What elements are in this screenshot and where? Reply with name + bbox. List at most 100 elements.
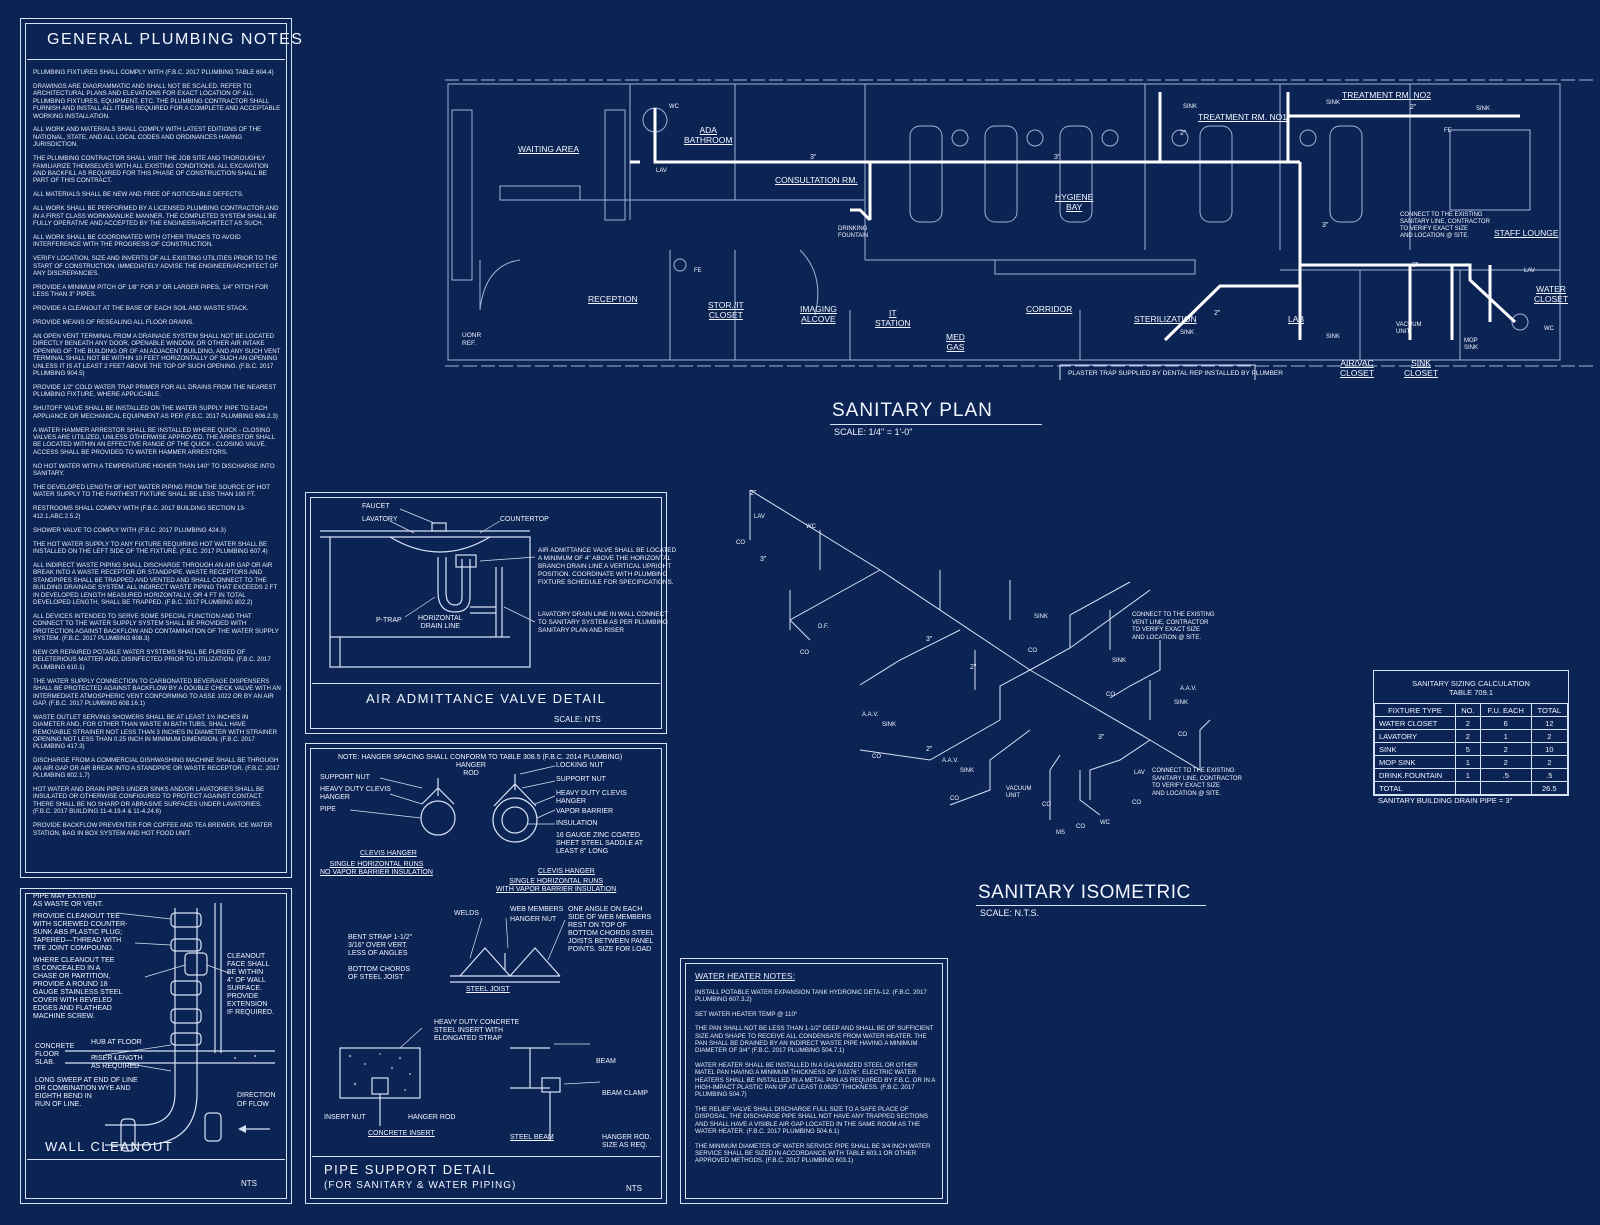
plan-fe-tag-1: FE <box>694 268 702 274</box>
sizing-table-cell: 1 <box>1454 755 1481 769</box>
sizing-table-cell: DRINK.FOUNTAIN <box>1374 768 1456 782</box>
plan-sink-tag-5: SINK <box>1326 334 1341 340</box>
room-sterilization: STERILIZATION <box>1134 314 1197 324</box>
sizing-table-cell: 2 <box>1479 742 1532 756</box>
water-heater-note-item: INSTALL POTABLE WATER EXPANSION TANK HYD… <box>695 989 927 1004</box>
general-notes-list: PLUMBING FIXTURES SHALL COMPLY WITH (F.B… <box>33 69 281 844</box>
sizing-table-total-value: 26.5 <box>1530 781 1569 795</box>
ps-beam-label: BEAM <box>596 1058 616 1065</box>
general-note-item: DISCHARGE FROM A COMMERCIAL DISHWASHING … <box>33 757 280 780</box>
pipe-support-subtitle: (FOR SANITARY & WATER PIPING) <box>324 1180 517 1191</box>
iso-co-tag-2: CO <box>800 650 809 656</box>
aav-title-rule-top <box>312 683 660 684</box>
ps-clevis-sub1: SINGLE HORIZONTAL RUNS NO VAPOR BARRIER … <box>320 861 433 876</box>
iso-co-tag-7: CO <box>950 796 959 802</box>
plan-pipe-2-b: 2" <box>1410 104 1417 111</box>
plan-vacuum-tag: VACUUM UNIT <box>1396 322 1422 335</box>
plan-wc-tag: WC <box>669 104 679 110</box>
sizing-table-cell: LAVATORY <box>1374 729 1456 743</box>
aav-faucet-label: FAUCET <box>362 503 390 510</box>
iso-df-tag: D.F. <box>818 624 829 630</box>
iso-wc-tag-1: WC <box>806 524 816 530</box>
ps-clevis-sub2: SINGLE HORIZONTAL RUNS WITH VAPOR BARRIE… <box>496 878 617 893</box>
ps-clevis2-label: HEAVY DUTY CLEVIS HANGER <box>556 790 627 805</box>
general-note-item: SHUTOFF VALVE SHALL BE INSTALLED ON THE … <box>33 405 278 420</box>
general-note-item: PROVIDE BACKFLOW PREVENTER FOR COFFEE AN… <box>33 822 273 837</box>
wc-pipe-extend-label: PIPE MAY EXTEND AS WASTE OR VENT. <box>33 893 104 908</box>
ps-clevis-label: HEAVY DUTY CLEVIS HANGER <box>320 786 391 801</box>
sizing-table-cell: 12 <box>1530 716 1569 730</box>
pipe-support-title-rule <box>312 1156 660 1157</box>
pipe-support-drawing <box>339 765 601 1140</box>
general-note-item: NEW OR REPAIRED POTABLE WATER SYSTEMS SH… <box>33 648 271 671</box>
iso-co-tag-9: CO <box>1132 800 1141 806</box>
room-staff-lounge: STAFF LOUNGE <box>1494 228 1559 238</box>
plan-pipe-3-d: 3" <box>1412 262 1419 269</box>
ps-support-nut-label: SUPPORT NUT <box>320 774 370 781</box>
sizing-table-header-cell: TOTAL <box>1530 703 1569 717</box>
general-note-item: AN OPEN VENT TERMINAL FROM A DRAINAGE SY… <box>33 333 281 378</box>
sizing-table-cell: 2 <box>1479 755 1532 769</box>
sizing-table-cell: 2 <box>1530 755 1569 769</box>
sizing-table-cell: 5 <box>1454 742 1481 756</box>
plan-sink-tag-2: SINK <box>1326 100 1341 106</box>
iso-connect-sanitary: CONNECT TO THE EXISTING SANITARY LINE, C… <box>1152 768 1242 797</box>
room-consultation: CONSULTATION RM. <box>775 175 858 185</box>
iso-sink-tag-2: SINK <box>1112 658 1127 664</box>
iso-co-tag-5: CO <box>1178 732 1187 738</box>
general-note-item: PLUMBING FIXTURES SHALL COMPLY WITH (F.B… <box>33 69 274 76</box>
sanitary-isometric-title: SANITARY ISOMETRIC <box>978 882 1191 903</box>
plan-pipe-2-c: 2" <box>1214 310 1221 317</box>
wc-sweep-label: LONG SWEEP AT END OF LINE OR COMBINATION… <box>35 1077 138 1108</box>
wc-face-label: CLEANOUT FACE SHALL BE WITHIN 4" OF WALL… <box>227 953 275 1016</box>
ps-concrete-insert-label: CONCRETE INSERT <box>368 1130 435 1137</box>
iso-sink-tag-1: SINK <box>1034 614 1049 620</box>
room-water-closet: WATER CLOSET <box>1534 284 1569 304</box>
aav-lav-note: LAVATORY DRAIN LINE IN WALL CONNECT TO S… <box>538 611 669 634</box>
plan-sink-tag-4: SINK <box>1180 330 1195 336</box>
sizing-table-cell: 2 <box>1530 729 1569 743</box>
iso-co-tag-6: CO <box>872 754 881 760</box>
aav-detail-drawing <box>320 508 536 668</box>
room-reception: RECEPTION <box>588 294 638 304</box>
general-note-item: NO HOT WATER WITH A TEMPERATURE HIGHER T… <box>33 462 275 478</box>
general-note-item: DRAWINGS ARE DIAGRAMMATIC AND SHALL NOT … <box>33 82 281 120</box>
general-note-item: ALL MATERIALS SHALL BE NEW AND FREE OF N… <box>33 191 244 199</box>
sanitary-plan-scale: SCALE: 1/4" = 1'-0" <box>834 427 913 437</box>
sizing-table-header-cell: NO. <box>1454 703 1481 717</box>
general-note-item: PROVIDE MEANS OF RESEALING ALL FLOOR DRA… <box>33 319 195 327</box>
plan-pipe-3-c: 3" <box>1322 222 1329 229</box>
sizing-table-cell: 10 <box>1530 742 1569 756</box>
sanitary-isometric-scale: SCALE: N.T.S. <box>980 908 1040 918</box>
ps-steel-beam-label: STEEL BEAM <box>510 1134 554 1141</box>
aav-detail-scale: SCALE: NTS <box>554 715 601 724</box>
water-heater-frame <box>685 963 943 1199</box>
room-corridor: CORRIDOR <box>1026 304 1073 314</box>
wc-riser-label: RISER LENGTH AS REQUIRED <box>91 1055 143 1070</box>
ps-one-angle-label: ONE ANGLE ON EACH SIDE OF WEB MEMBERS RE… <box>568 906 655 953</box>
plan-pipe-3-b: 3" <box>1054 154 1061 161</box>
sanitary-isometric-title-rule <box>976 905 1206 906</box>
sizing-table-cell: .5 <box>1479 768 1532 782</box>
water-heater-title: WATER HEATER NOTES: <box>695 971 795 981</box>
ps-hanger-nut-label: HANGER NUT <box>510 916 557 923</box>
general-note-item: THE HOT WATER SUPPLY TO ANY FIXTURE REQU… <box>33 540 268 555</box>
sanitary-isometric-drawing <box>749 489 1211 820</box>
water-heater-panel: WATER HEATER NOTES: INSTALL POTABLE WATE… <box>680 958 948 1204</box>
iso-ms-tag: MS <box>1056 830 1065 836</box>
plan-wc-tag-2: WC <box>1544 326 1554 332</box>
room-lab: LAB <box>1288 314 1305 324</box>
iso-wc-tag-2: WC <box>1100 820 1110 826</box>
ps-welds-label: WELDS <box>454 910 479 917</box>
iso-sink-tag-5: SINK <box>960 768 975 774</box>
aav-countertop-label: COUNTERTOP <box>500 516 549 523</box>
ps-insulation-label: INSULATION <box>556 820 598 827</box>
general-note-item: ALL DEVICES INTENDED TO SERVE SOME SPECI… <box>33 612 279 643</box>
